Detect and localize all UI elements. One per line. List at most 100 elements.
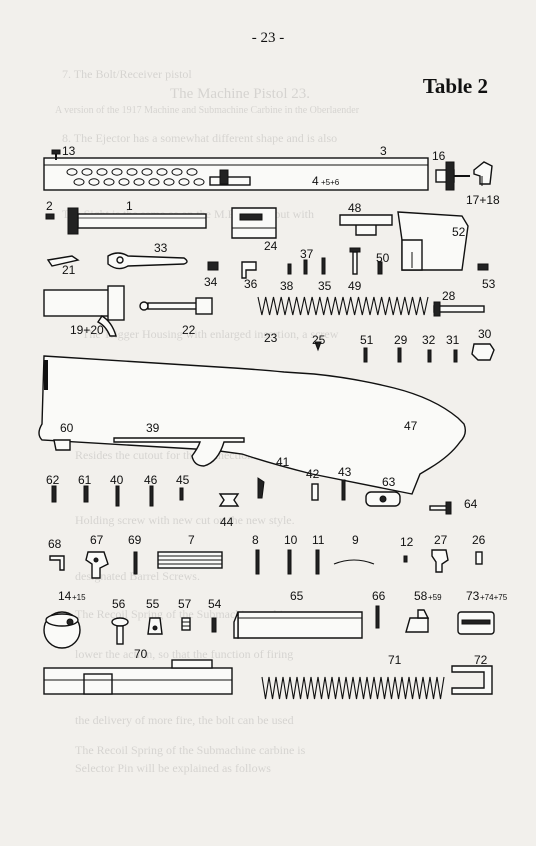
part-63-plate <box>365 491 401 507</box>
label-4: 4 <box>312 174 319 188</box>
part-24-bolt-cover <box>231 207 277 239</box>
page-number: - 23 - <box>251 30 285 46</box>
part-32-pin <box>427 349 432 363</box>
part-44-catch <box>218 493 240 507</box>
label-14: 14 <box>58 589 72 603</box>
part-71-recoil-spring <box>261 676 445 700</box>
part-52-magazine-housing <box>397 211 469 271</box>
label-52: 52 <box>452 225 466 239</box>
label-23: 23 <box>264 331 278 345</box>
part-64-screw <box>429 501 452 515</box>
part-54-pin <box>211 617 217 633</box>
label-37: 37 <box>300 247 314 261</box>
label-8: 8 <box>252 533 259 547</box>
label-11: 11 <box>312 533 325 547</box>
label-43: 43 <box>338 465 352 479</box>
label-62: 62 <box>46 473 60 487</box>
part-28-rod <box>433 301 485 317</box>
label-70: 70 <box>134 647 148 661</box>
label-50: 50 <box>376 251 390 265</box>
label-68: 68 <box>48 537 62 551</box>
part-33-sear-bar <box>107 252 188 270</box>
label-36: 36 <box>244 277 258 291</box>
part-17-18-ejector <box>473 161 493 186</box>
part-36-catch <box>241 261 257 279</box>
label-65: 65 <box>290 589 304 603</box>
label-9: 9 <box>352 533 359 547</box>
label-35: 35 <box>318 279 332 293</box>
part-30-trigger <box>471 343 495 361</box>
label-29: 29 <box>394 333 408 347</box>
label-19-20: 19+20 <box>70 323 104 337</box>
part-65-plate <box>233 611 363 639</box>
label-66: 66 <box>372 589 386 603</box>
part-42-pin <box>311 483 319 501</box>
label-56: 56 <box>112 597 126 611</box>
label-31: 31 <box>446 333 460 347</box>
label-40: 40 <box>110 473 124 487</box>
label-39: 39 <box>146 421 160 435</box>
part-26-pin <box>475 551 483 565</box>
part-25-pin <box>314 341 322 352</box>
label-15: +15 <box>72 593 86 602</box>
part-22-firing-pin <box>139 297 213 315</box>
label-5-6: +5+6 <box>321 178 340 187</box>
receiver-hole <box>141 168 153 176</box>
part-8-pin <box>255 549 260 575</box>
part-45-pin <box>179 487 184 501</box>
part-57-spring <box>181 617 191 631</box>
label-12: 12 <box>400 535 414 549</box>
label-25: 25 <box>312 333 326 347</box>
label-7: 7 <box>188 533 195 547</box>
part-14-15-knob <box>43 611 81 649</box>
part-12-pin <box>403 555 408 563</box>
label-63: 63 <box>382 475 396 489</box>
label-55: 55 <box>146 597 160 611</box>
label-30: 30 <box>478 327 492 341</box>
receiver-hole <box>88 178 100 186</box>
part-58-59-block <box>405 609 430 633</box>
label-10: 10 <box>284 533 298 547</box>
label-26: 26 <box>472 533 486 547</box>
part-40-pin <box>115 485 120 507</box>
part-27-lever <box>431 549 449 573</box>
receiver-hole <box>133 178 145 186</box>
label-58: 58 <box>414 589 428 603</box>
label-59: +59 <box>428 593 442 602</box>
label-1: 1 <box>126 199 133 213</box>
receiver-hole <box>148 178 160 186</box>
label-49: 49 <box>348 279 362 293</box>
receiver-hole <box>126 168 138 176</box>
label-17-18: 17+18 <box>466 193 500 207</box>
part-37-pin <box>303 259 308 275</box>
part-67-lever <box>85 551 109 579</box>
part-43-pin <box>341 479 346 501</box>
part-23-recoil-spring <box>257 296 429 316</box>
label-21: 21 <box>62 263 76 277</box>
part-31-pin <box>453 349 458 363</box>
part-73-75-housing <box>457 611 495 635</box>
part-3-receiver-tube <box>43 157 429 191</box>
label-22: 22 <box>182 323 196 337</box>
part-38-pin <box>287 263 292 275</box>
label-67: 67 <box>90 533 104 547</box>
label-53: 53 <box>482 277 496 291</box>
receiver-hole <box>118 178 130 186</box>
receiver-hole <box>103 178 115 186</box>
part-50-pin <box>377 261 383 275</box>
table-title: Table 2 <box>422 74 488 98</box>
label-38: 38 <box>280 279 294 293</box>
part-9-spring <box>333 559 375 565</box>
receiver-hole <box>178 178 190 186</box>
label-16: 16 <box>432 149 446 163</box>
part-1-barrel <box>67 207 207 235</box>
label-34: 34 <box>204 275 218 289</box>
label-60: 60 <box>60 421 74 435</box>
label-73: 73 <box>466 589 480 603</box>
part-7-selector <box>157 551 223 569</box>
part-13-screw <box>51 149 61 160</box>
receiver-hole <box>171 168 183 176</box>
receiver-hole <box>193 178 205 186</box>
receiver-hole <box>81 168 93 176</box>
